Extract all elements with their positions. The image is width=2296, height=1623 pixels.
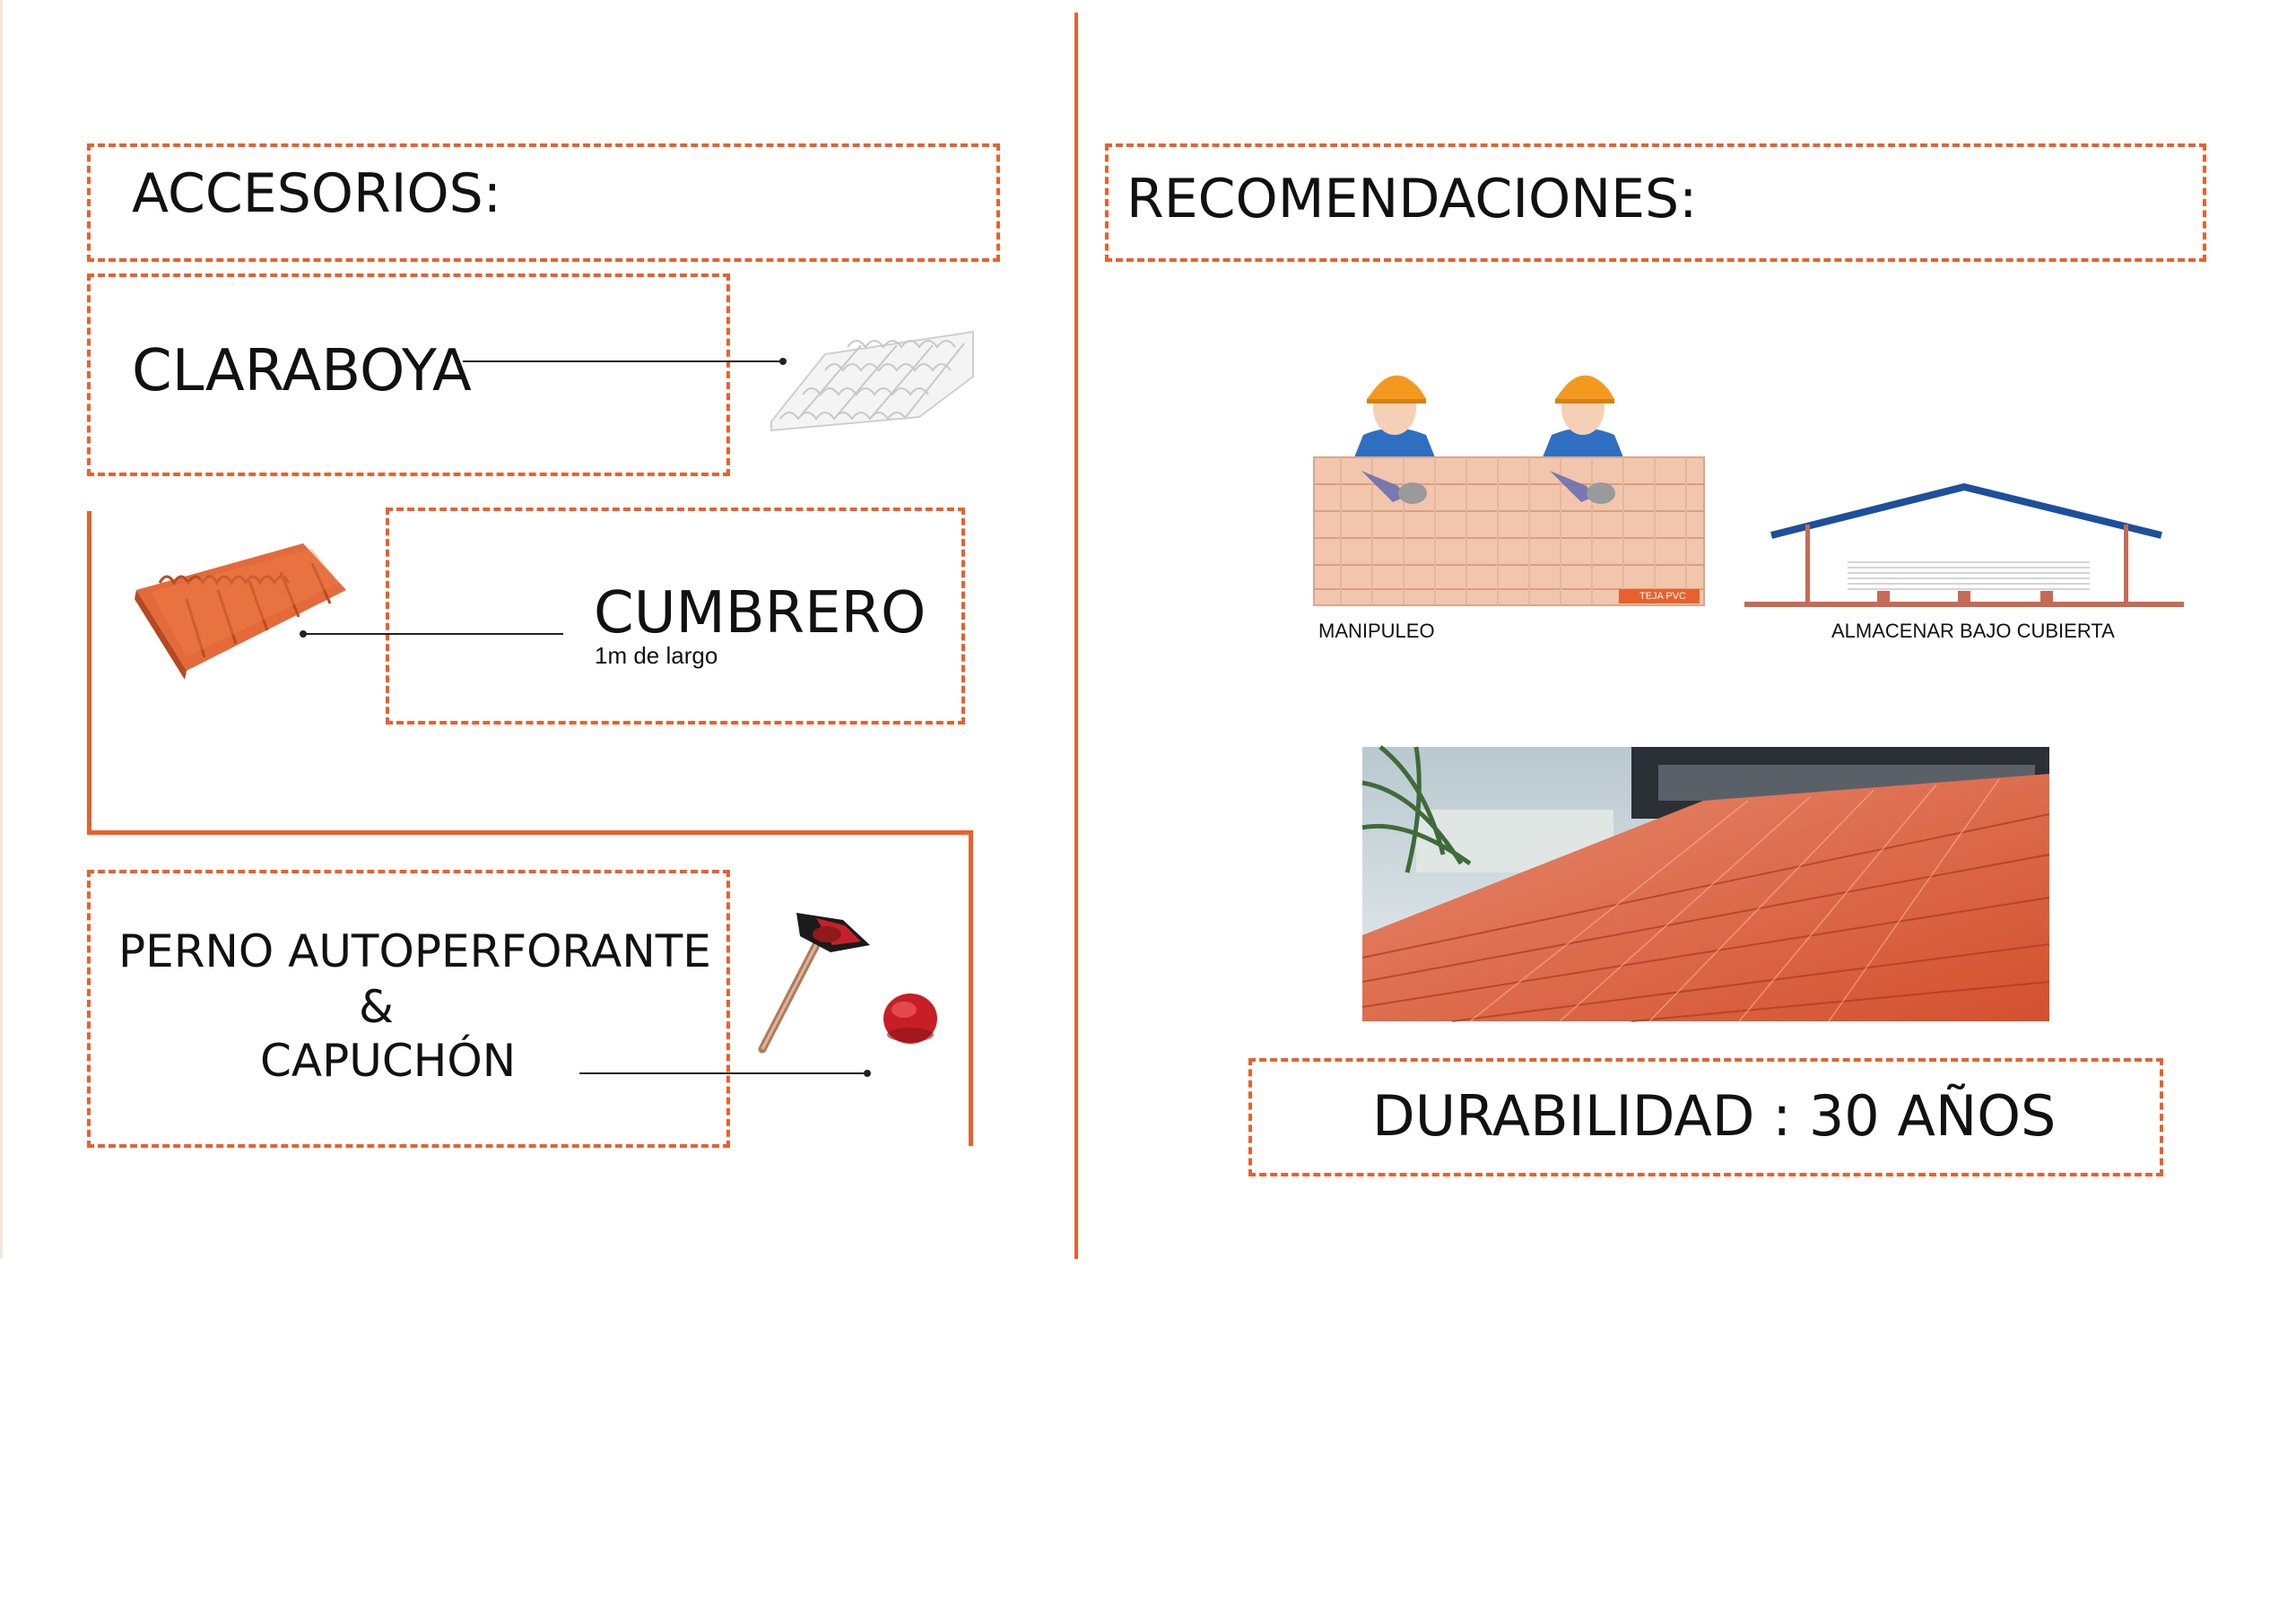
ridge-tile-icon	[135, 543, 346, 680]
durabilidad-box	[1248, 1058, 2163, 1176]
perno-line-3: CAPUCHÓN	[260, 1035, 517, 1087]
perno-line-1: PERNO AUTOPERFORANTE	[118, 925, 711, 977]
cumbrero-leader	[303, 633, 563, 635]
left-edge-line	[0, 0, 3, 1259]
perno-leader-dot	[864, 1070, 871, 1077]
cumbrero-bracket-vertical	[87, 511, 91, 834]
cap-icon	[883, 994, 937, 1044]
cumbrero-sublabel: 1m de largo	[595, 642, 718, 669]
almacenar-caption: ALMACENAR BAJO CUBIERTA	[1831, 620, 2115, 642]
storage-shed-icon	[1744, 482, 2184, 607]
claraboya-box	[87, 273, 730, 476]
perno-line-2: &	[359, 981, 394, 1033]
perno-bracket-vertical	[969, 830, 973, 1146]
cumbrero-leader-dot	[300, 630, 307, 638]
tile-tag: TEJA PVC	[1639, 591, 1686, 602]
center-divider	[1074, 13, 1078, 1259]
roof-photo	[1361, 745, 2050, 1022]
self-drilling-screw-icon	[758, 913, 870, 1054]
claraboya-leader	[463, 360, 784, 362]
recomendaciones-title: RECOMENDACIONES:	[1126, 168, 1698, 230]
manipuleo-caption: MANIPULEO	[1318, 620, 1435, 642]
accesorios-title: ACCESORIOS:	[132, 162, 501, 225]
recomendaciones-title-box	[1105, 143, 2206, 262]
cumbrero-box	[386, 508, 965, 725]
perno-box	[87, 870, 730, 1148]
claraboya-label: CLARABOYA	[132, 338, 472, 404]
durabilidad-label: DURABILIDAD : 30 AÑOS	[1372, 1083, 2057, 1149]
accesorios-title-box	[87, 143, 1000, 262]
claraboya-leader-dot	[779, 358, 787, 365]
cumbrero-label: CUMBRERO	[594, 580, 926, 647]
manipuleo-illustration	[1313, 375, 1705, 606]
cumbrero-bracket-bottom	[87, 830, 973, 835]
skylight-tile-icon	[770, 330, 974, 432]
perno-leader	[579, 1072, 868, 1074]
